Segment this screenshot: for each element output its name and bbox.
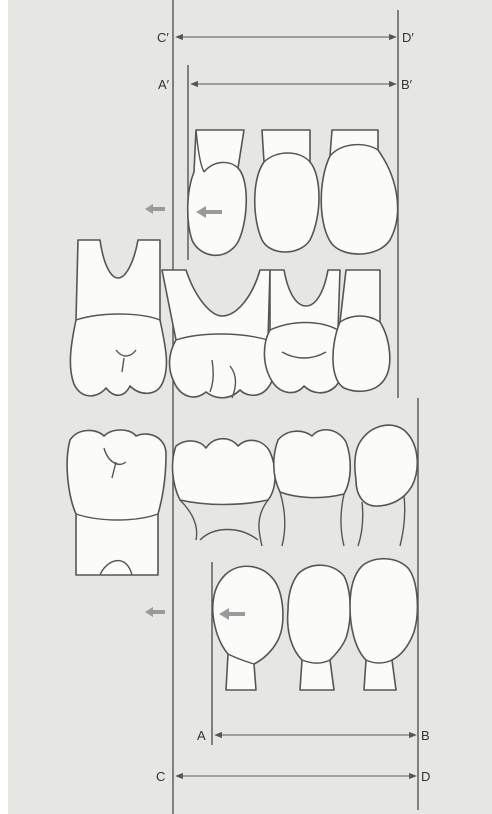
lower-molar-left bbox=[67, 430, 166, 575]
label-b: B bbox=[421, 728, 430, 743]
label-b-prime: B′ bbox=[401, 77, 413, 92]
label-a-prime: A′ bbox=[158, 77, 170, 92]
background-panel bbox=[8, 0, 492, 814]
label-d: D bbox=[421, 769, 430, 784]
label-c: C bbox=[156, 769, 165, 784]
label-a: A bbox=[197, 728, 206, 743]
upper-crown-1 bbox=[188, 130, 247, 255]
label-c-prime: C′ bbox=[157, 30, 169, 45]
upper-crown-2 bbox=[255, 130, 319, 252]
label-d-prime: D′ bbox=[402, 30, 414, 45]
